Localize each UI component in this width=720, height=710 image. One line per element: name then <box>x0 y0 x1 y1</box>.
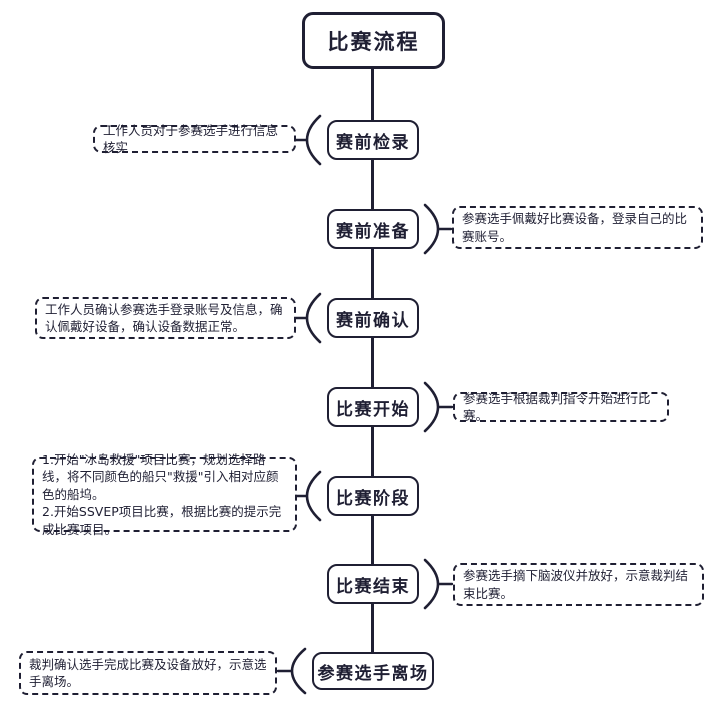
node-pre-race-prep: 赛前准备 <box>327 209 419 249</box>
annotation-start-on-command: 参赛选手根据裁判指令开始进行比赛。 <box>453 391 669 423</box>
node-race-start: 比赛开始 <box>327 387 419 427</box>
flow-title: 比赛流程 <box>302 12 445 69</box>
bracket-connector-7 <box>276 647 307 695</box>
bracket-connector-3 <box>294 292 322 344</box>
node-pre-race-confirm: 赛前确认 <box>327 298 419 338</box>
node-race-phase: 比赛阶段 <box>327 476 419 516</box>
node-player-exit: 参赛选手离场 <box>312 652 434 690</box>
annotation-phase-tasks: 1.开始"冰岛救援"项目比赛，规划选择路线，将不同颜色的船只"救援"引入相对应颜… <box>32 452 297 537</box>
bracket-connector-4 <box>423 381 454 433</box>
annotation-confirm-account: 工作人员确认参赛选手登录账号及信息，确认佩戴好设备，确认设备数据正常。 <box>35 297 296 339</box>
bracket-connector-6 <box>423 558 454 610</box>
annotation-exit-confirm: 裁判确认选手完成比赛及设备放好，示意选手离场。 <box>19 651 277 695</box>
bracket-connector-2 <box>423 203 453 255</box>
bracket-connector-1 <box>294 114 322 166</box>
node-race-end: 比赛结束 <box>327 564 419 604</box>
annotation-prep-wear-device: 参赛选手佩戴好比赛设备，登录自己的比赛账号。 <box>452 206 703 249</box>
annotation-checkin-info-verify: 工作人员对于参赛选手进行信息核实 <box>93 123 296 155</box>
node-pre-race-checkin: 赛前检录 <box>327 120 419 160</box>
bracket-connector-5 <box>295 470 322 522</box>
annotation-end-remove-device: 参赛选手摘下脑波仪并放好，示意裁判结束比赛。 <box>453 563 704 606</box>
